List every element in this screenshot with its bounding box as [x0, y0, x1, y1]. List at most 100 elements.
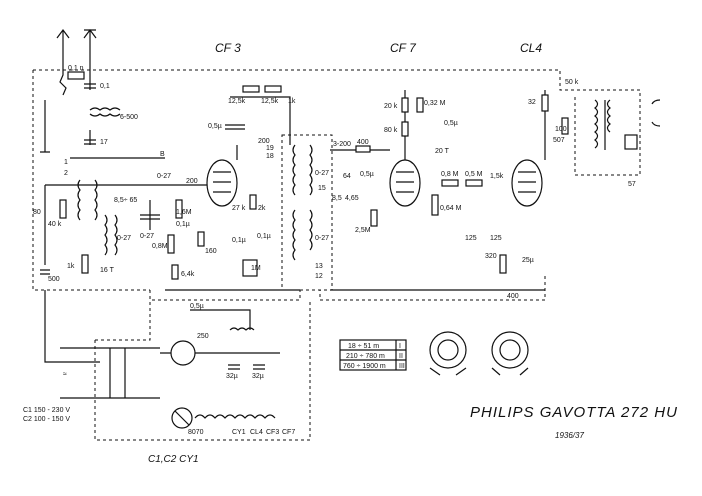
tube-cf7 [389, 159, 421, 207]
label-r0-8m-b: 0,8 M [441, 171, 459, 178]
label-c500: 500 [48, 276, 60, 283]
label-r0-8m: 0,8M [152, 243, 168, 250]
tube-cl4 [511, 159, 543, 207]
label-sw1: 1 [64, 159, 68, 166]
label-c8-5b: 8,5 [332, 195, 342, 202]
label-r0-5m: 0,5 M [465, 171, 483, 178]
label-c05-ps: 0,5µ [190, 303, 204, 310]
label-c16t: 16 T [100, 267, 115, 274]
band-table: 18 ÷ 51 m I 210 ÷ 780 m II 760 ÷ 1900 m … [339, 339, 407, 371]
label-r400a: 400 [357, 139, 369, 146]
label-c125a: 125 [465, 235, 477, 242]
label-c8-5: 8,5÷ 65 [114, 197, 137, 204]
label-r40k: 40 k [48, 221, 62, 228]
label-r2-5m: 2,5M [355, 227, 371, 234]
label-r250: 250 [197, 333, 209, 340]
tube-label-cf3: CF 3 [215, 41, 241, 55]
label-c100: 100 [555, 126, 567, 133]
label-c05a: 0,5µ [208, 123, 222, 130]
power-supply: ≈ 0,5µ 250 32µ 32µ 8070 CY1 CL4 CF3 CF7 … [23, 303, 295, 465]
label-pin-12: 12 [315, 273, 323, 280]
label-r32: 32 [528, 99, 536, 106]
label-r400b: 400 [507, 293, 519, 300]
if-transformer: 0-27 0-27 19 18 15 13 12 [266, 134, 333, 291]
label-r80: 80 [33, 209, 41, 216]
label-pin-13: 13 [315, 263, 323, 270]
label-c027a: 0-27 [157, 173, 171, 180]
label-c32b: 32µ [252, 373, 264, 380]
schematic-title: PHILIPS GAVOTTA 272 HU [470, 404, 678, 421]
label-c0-27f: 0-27 [140, 233, 154, 240]
label-antenna-cap: 0,1 n [68, 65, 84, 72]
label-r80k: 80 k [384, 127, 398, 134]
label-c0-27e: 0-27 [117, 235, 131, 242]
label-sw-b: B [160, 151, 165, 158]
label-r50k: 50 k [565, 79, 579, 86]
heater-cf3: CF3 [266, 429, 279, 436]
heater-cl4: CL4 [250, 429, 263, 436]
band-pos-2: II [399, 353, 403, 360]
speaker-icon [624, 134, 638, 150]
tube-label-cf7: CF 7 [390, 41, 417, 55]
voltage-c2: C2 100 - 150 V [23, 416, 70, 423]
label-r27k: 27 k [232, 205, 246, 212]
label-c0-27b: 0-27 [315, 170, 329, 177]
label-r1-6m: 1,6M [176, 209, 192, 216]
tube-label-cl4: CL4 [520, 41, 542, 55]
label-r2k: 2k [258, 205, 266, 212]
label-r1k-cf3: 1k [288, 98, 296, 105]
heater-cf7: CF7 [282, 429, 295, 436]
label-r320: 320 [485, 253, 497, 260]
band-pos-1: I [399, 343, 401, 350]
label-sw2: 2 [64, 170, 68, 177]
label-r1-5k: 1,5k [490, 173, 504, 180]
label-c125b: 125 [490, 235, 502, 242]
band-range-2: 210 ÷ 780 m [346, 353, 385, 360]
label-c3-200: 3-200 [333, 141, 351, 148]
voltage-c1: C1 150 - 230 V [23, 407, 70, 414]
label-c05b: 0,5µ [360, 171, 374, 178]
label-r6-4k: 6,4k [181, 271, 195, 278]
label-r1k: 1k [67, 263, 75, 270]
label-ant-c: 0,1 [100, 83, 110, 90]
rf-input-section: 80 40 k 1k 500 16 T 0-27 8,5÷ 65 0-27 [33, 179, 180, 363]
label-r0-32m: 0,32 M [424, 100, 446, 107]
label-c25: 25µ [522, 257, 534, 264]
label-pin-18: 18 [266, 153, 274, 160]
rectifier-tube [170, 340, 196, 366]
chassis-outline [32, 69, 641, 441]
label-pin-19: 19 [266, 145, 274, 152]
label-r20k: 20 k [384, 103, 398, 110]
label-c507: 507 [553, 137, 565, 144]
label-r12-5a: 12,5k [228, 98, 246, 105]
label-c05c: 0,5µ [444, 120, 458, 127]
label-r12-5b: 12,5k [261, 98, 279, 105]
cf7-stage: 3-200 400 64 4,65 8,5 2,5M 0,5µ 20 k 80 … [330, 90, 545, 291]
label-c01c: 0,1µ [257, 233, 271, 240]
label-r0-64m: 0,64 M [440, 205, 462, 212]
label-c6500: 6-500 [120, 114, 138, 121]
cf3-stage: 12,5k 12,5k 1k 0,5µ 200 0-27 200 1,6M 0,… [152, 85, 300, 291]
label-c20t: 20 T [435, 148, 450, 155]
power-supply-label: C1,C2 CY1 [148, 454, 199, 465]
band-range-1: 18 ÷ 51 m [348, 343, 379, 350]
label-c32a: 32µ [226, 373, 238, 380]
label-c01b: 0,1µ [232, 237, 246, 244]
band-range-3: 760 ÷ 1900 m [343, 363, 386, 370]
cl4-stage: 1,5k 320 25µ 400 32 50 k 100 507 57 [485, 79, 661, 300]
label-c200b: 200 [258, 138, 270, 145]
label-p1m: 1M [251, 265, 261, 272]
label-mains: ≈ [63, 371, 67, 378]
label-c01a: 0,1µ [176, 221, 190, 228]
label-c4-65: 4,65 [345, 195, 359, 202]
schematic-year: 1936/37 [555, 431, 584, 440]
socket-pinouts [429, 331, 529, 376]
label-pilot: 8070 [188, 429, 204, 436]
label-pin-15: 15 [318, 185, 326, 192]
tube-cf3 [206, 159, 238, 207]
heater-cy1: CY1 [232, 429, 246, 436]
label-c57: 57 [628, 181, 636, 188]
label-c0-27c: 0-27 [315, 235, 329, 242]
band-pos-3: III [399, 363, 405, 370]
